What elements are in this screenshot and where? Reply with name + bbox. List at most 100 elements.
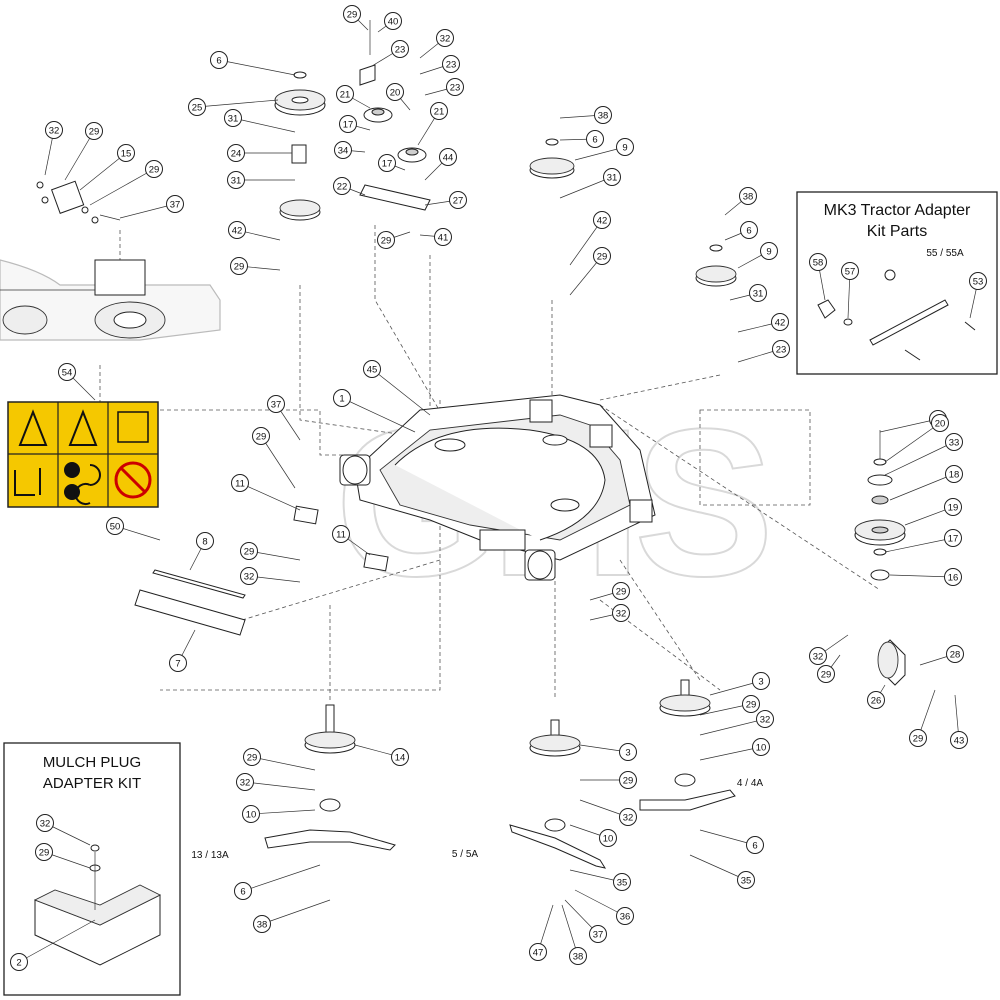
part-callout-40: 40	[384, 12, 402, 30]
callout-number: 37	[170, 199, 181, 210]
callout-number: 27	[453, 195, 464, 206]
part-callout-20: 20	[931, 414, 949, 432]
callout-number: 35	[617, 877, 628, 888]
callout-number: 32	[760, 714, 771, 725]
callout-number: 29	[913, 733, 924, 744]
callout-number: 8	[202, 536, 207, 547]
callout-number: 6	[592, 134, 597, 145]
part-callout-27: 27	[449, 191, 467, 209]
callout-number: 41	[438, 232, 449, 243]
callout-circle	[117, 144, 135, 162]
part-callout-29: 29	[35, 843, 53, 861]
callout-leader	[232, 117, 296, 133]
callout-circle	[593, 211, 611, 229]
callout-number: 20	[390, 87, 401, 98]
part-callout-29: 29	[742, 695, 760, 713]
part-callout-32: 32	[612, 604, 630, 622]
part-callout-29: 29	[145, 160, 163, 178]
callout-leader	[64, 130, 95, 181]
callout-circle	[210, 51, 228, 69]
part-callout-37: 37	[166, 195, 184, 213]
callout-circle	[231, 474, 249, 492]
part-callout-29: 29	[85, 122, 103, 140]
callout-circle	[969, 272, 987, 290]
part-callout-9: 9	[616, 138, 634, 156]
callout-circle	[841, 262, 859, 280]
callout-leader	[699, 746, 762, 761]
callout-circle	[944, 568, 962, 586]
callout-circle	[616, 138, 634, 156]
part-callout-47: 47	[529, 943, 547, 961]
callout-circle	[391, 40, 409, 58]
callout-number: 23	[450, 82, 461, 93]
part-callout-3: 3	[752, 672, 770, 690]
callout-number: 32	[40, 818, 51, 829]
part-label-text: 4 / 4A	[737, 778, 763, 789]
part-callout-42: 42	[771, 313, 789, 331]
callout-leader	[699, 829, 756, 846]
callout-circle	[594, 106, 612, 124]
part-callout-37: 37	[267, 395, 285, 413]
callout-number: 6	[746, 225, 751, 236]
callout-leader	[251, 756, 316, 771]
part-callout-2: 2	[10, 953, 28, 971]
part-callout-6: 6	[210, 51, 228, 69]
mulch-kit-box: MULCH PLUG ADAPTER KIT	[3, 742, 181, 996]
callout-number: 21	[434, 106, 445, 117]
part-callout-29: 29	[377, 231, 395, 249]
callout-leader	[559, 176, 613, 199]
callout-number: 19	[948, 502, 959, 513]
callout-circle	[739, 187, 757, 205]
callout-circle	[188, 98, 206, 116]
callout-number: 21	[340, 89, 351, 100]
callout-leader	[371, 368, 431, 416]
callout-circle	[529, 943, 547, 961]
callout-circle	[619, 808, 637, 826]
callout-number: 38	[743, 191, 754, 202]
callout-circle	[166, 195, 184, 213]
callout-circle	[619, 743, 637, 761]
part-callout-57: 57	[841, 262, 859, 280]
callout-leader	[196, 99, 279, 108]
callout-number: 29	[623, 775, 634, 786]
callout-circle	[334, 141, 352, 159]
callout-circle	[439, 148, 457, 166]
part-callout-44: 44	[439, 148, 457, 166]
callout-number: 40	[388, 16, 399, 27]
callout-circle	[772, 340, 790, 358]
callout-number: 2	[16, 957, 21, 968]
callout-number: 42	[232, 225, 243, 236]
callout-leader	[218, 59, 296, 76]
callout-circle	[333, 177, 351, 195]
callout-number: 26	[871, 695, 882, 706]
part-callout-29: 29	[343, 5, 361, 23]
part-callout-23: 23	[772, 340, 790, 358]
idler-pulley-stack	[854, 430, 906, 686]
part-callout-23: 23	[442, 55, 460, 73]
part-label-text: 5 / 5A	[452, 849, 478, 860]
part-callout-32: 32	[756, 710, 774, 728]
callout-number: 38	[573, 951, 584, 962]
part-callout-11: 11	[231, 474, 249, 492]
callout-circle	[944, 529, 962, 547]
callout-number: 32	[240, 777, 251, 788]
part-callout-14: 14	[391, 748, 409, 766]
part-callout-34: 34	[334, 141, 352, 159]
callout-number: 43	[954, 735, 965, 746]
callout-circle	[391, 748, 409, 766]
callout-circle	[752, 672, 770, 690]
callout-circle	[252, 427, 270, 445]
callout-number: 15	[121, 148, 132, 159]
part-callout-33: 33	[945, 433, 963, 451]
part-callout-32: 32	[240, 567, 258, 585]
mk3-kit-title-line-1: MK3 Tractor Adapter	[824, 202, 971, 219]
part-callout-35: 35	[737, 871, 755, 889]
callout-number: 29	[149, 164, 160, 175]
callout-leader	[89, 168, 155, 206]
part-callout-35: 35	[613, 873, 631, 891]
callout-circle	[240, 567, 258, 585]
callout-circle	[228, 221, 246, 239]
